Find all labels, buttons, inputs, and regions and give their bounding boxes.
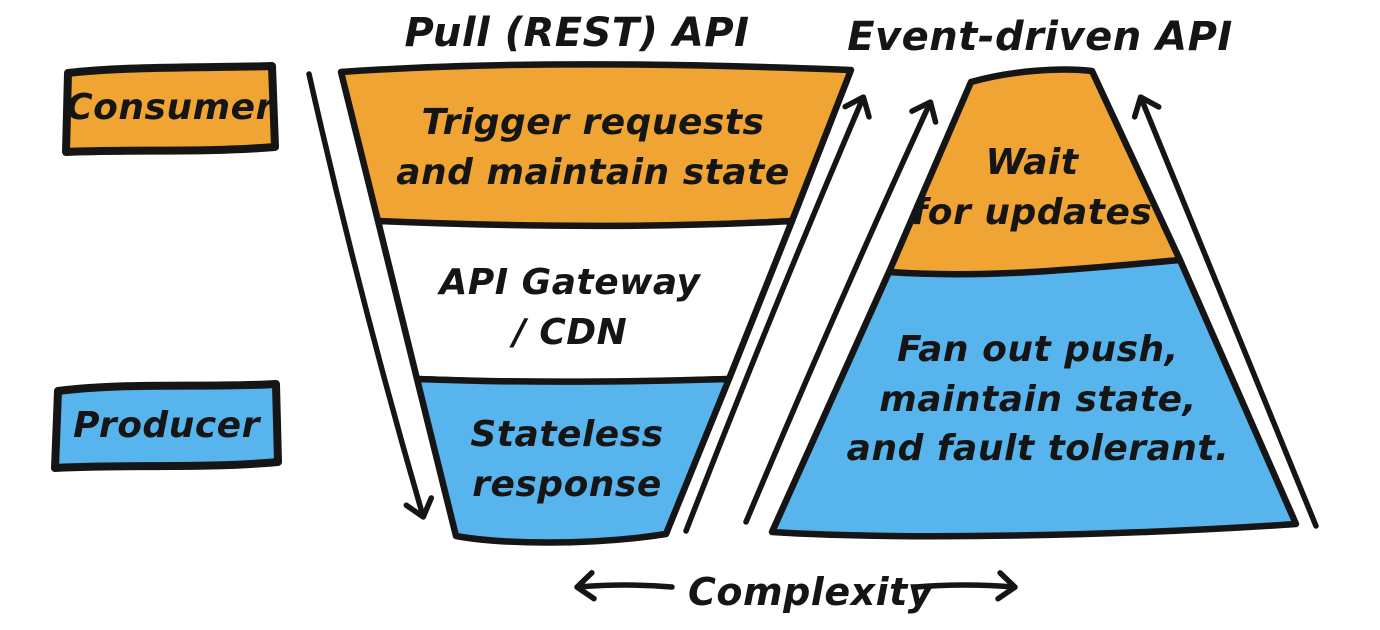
funnel-producer-label: Stateless response (470, 414, 664, 505)
pull-api-title: Pull (REST) API (404, 10, 750, 56)
funnel-gateway-label: API Gateway / CDN (439, 262, 701, 353)
pyramid-producer-label: Fan out push, maintain state, and fault … (846, 329, 1230, 470)
complexity-right-arrow-icon (913, 570, 1018, 602)
legend-producer-label: Producer (73, 405, 260, 446)
pyramid-producer-section (768, 256, 1300, 540)
pyramid-consumer-label: Wait for updates (911, 142, 1153, 233)
legend-consumer-swatch (62, 62, 279, 156)
legend-producer-swatch (51, 380, 282, 472)
event-api-up-arrow-left-icon (743, 99, 939, 525)
pull-api-down-arrow-icon (306, 71, 435, 520)
event-api-up-arrow-right-icon (1131, 94, 1319, 529)
funnel-consumer-label: Trigger requests and maintain state (396, 102, 790, 193)
complexity-axis-label: Complexity (688, 570, 934, 614)
legend-consumer-label: Consumer (66, 87, 274, 128)
complexity-left-arrow-icon (574, 570, 675, 602)
event-api-title: Event-driven API (847, 14, 1233, 60)
pull-api-up-arrow-icon (683, 94, 872, 534)
funnel-producer-section (413, 375, 733, 546)
